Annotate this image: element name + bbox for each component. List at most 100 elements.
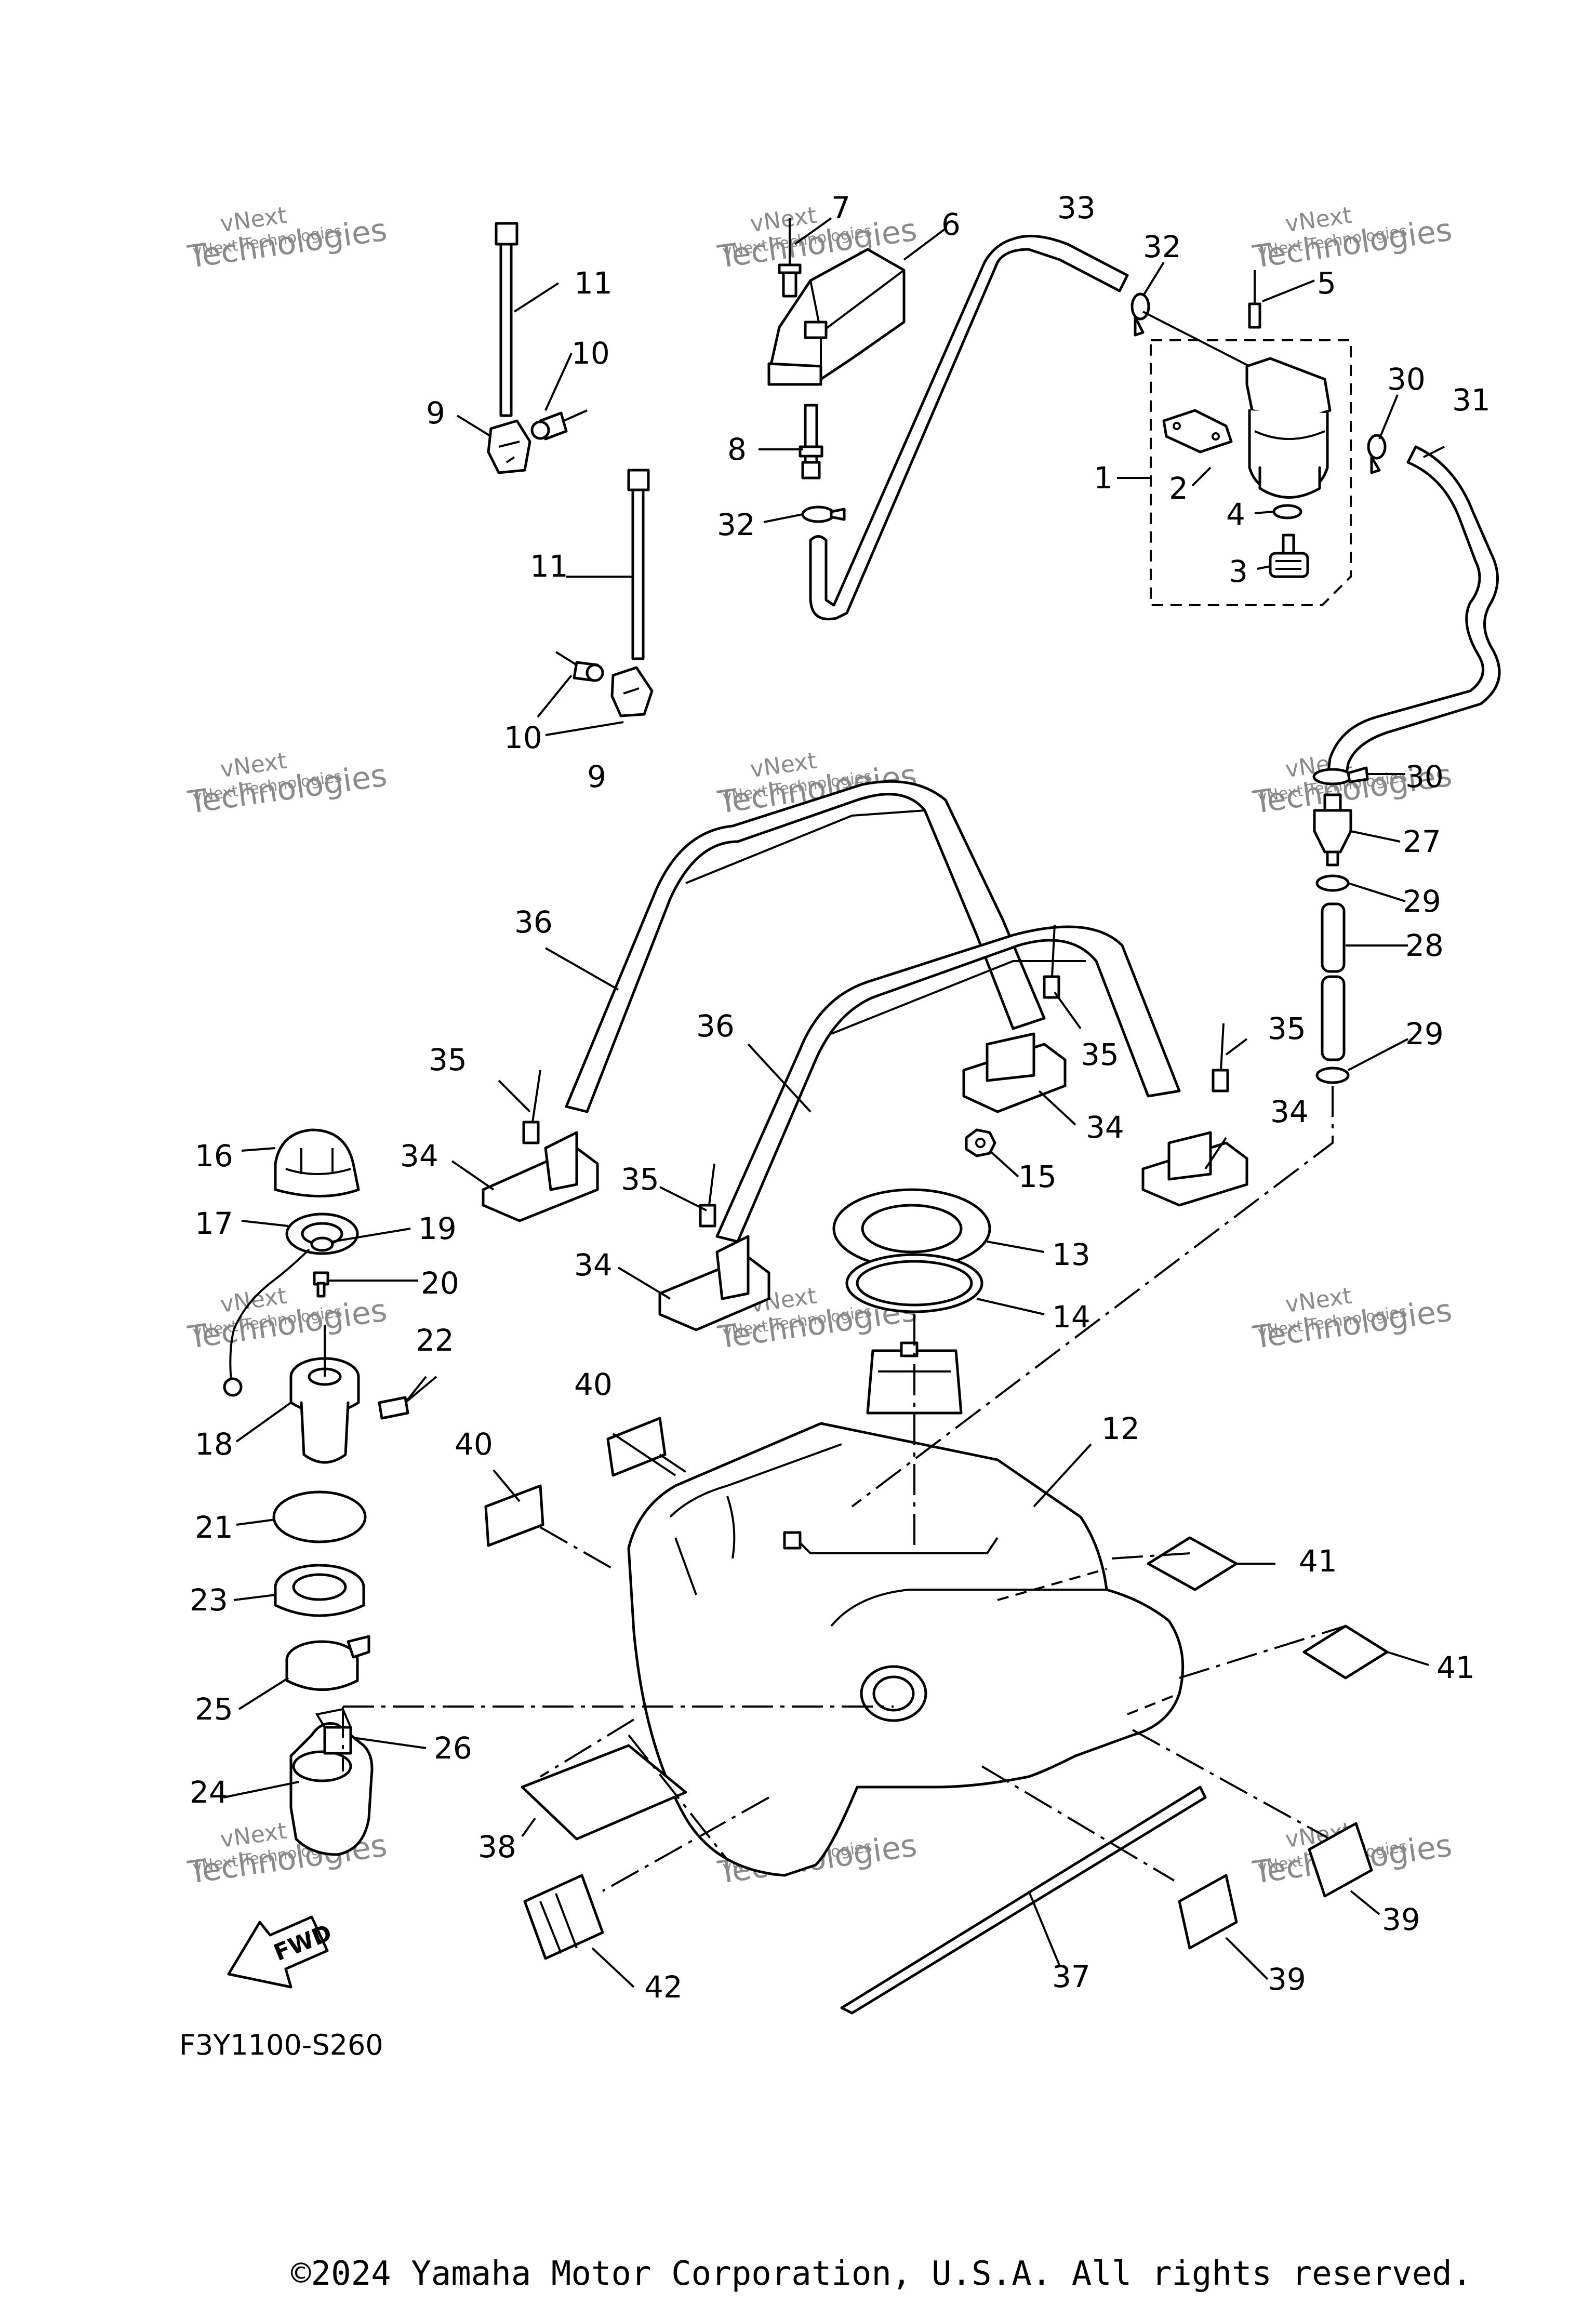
callout-35: 35: [1081, 1037, 1119, 1072]
hose-clamp-right-29a[interactable]: [1315, 874, 1350, 892]
callout-39: 39: [1382, 1902, 1420, 1937]
breather-hose[interactable]: [809, 234, 1129, 621]
callout-12: 12: [1101, 1411, 1140, 1446]
clamp-upper[interactable]: [487, 419, 531, 474]
hose-clamp-right-29b[interactable]: [1315, 1067, 1350, 1084]
hose-clamp-filler[interactable]: [285, 1635, 370, 1691]
hose-clamp-upper-left[interactable]: [801, 505, 846, 523]
drain-plug[interactable]: [1269, 534, 1309, 578]
callout-6: 6: [941, 207, 961, 242]
pad-38[interactable]: [521, 1744, 687, 1841]
rivet-strap-front[interactable]: [699, 1163, 716, 1228]
gasket[interactable]: [845, 1253, 983, 1313]
rivet-upper[interactable]: [530, 409, 588, 441]
fuel-hose-short[interactable]: [1321, 902, 1346, 1061]
callout-5: 5: [1317, 265, 1336, 301]
washer-19[interactable]: [310, 1236, 334, 1252]
filler-neck[interactable]: [289, 1325, 360, 1464]
cable-tie-upper[interactable]: [495, 222, 518, 417]
callout-34: 34: [1086, 1110, 1124, 1145]
fuel-filter-assembly[interactable]: [1117, 270, 1352, 606]
fuel-tank[interactable]: [627, 1422, 1185, 1877]
filter-bracket[interactable]: [1162, 409, 1233, 454]
retainer-ring[interactable]: [832, 1188, 991, 1269]
hose-clamp-right-middle[interactable]: [1312, 766, 1369, 785]
rivet-strap-left[interactable]: [522, 1070, 541, 1144]
callout-36: 36: [514, 904, 553, 940]
filler-hose[interactable]: [289, 1722, 374, 1856]
callout-39b: 39: [1268, 1962, 1306, 1997]
callout-40: 40: [574, 1367, 613, 1402]
callout-10b: 10: [504, 720, 542, 755]
callout-22: 22: [416, 1323, 454, 1358]
screw-top-valve[interactable]: [778, 218, 802, 298]
callout-37: 37: [1052, 1959, 1090, 1994]
callout-32: 32: [1143, 229, 1181, 264]
pad-39-right[interactable]: [1308, 1822, 1373, 1898]
strap-mount-front[interactable]: [658, 1235, 770, 1331]
tether-chain[interactable]: [223, 1248, 310, 1397]
strap-mount-left[interactable]: [482, 1131, 599, 1222]
callout-33: 33: [1057, 190, 1096, 225]
callout-29b: 29: [1405, 1016, 1444, 1051]
pad-39-left[interactable]: [1178, 1874, 1238, 1950]
callout-31: 31: [1452, 382, 1491, 418]
pad-41-right[interactable]: [1302, 1624, 1389, 1680]
callout-34c: 34: [1270, 1094, 1309, 1129]
callout-34a: 34: [400, 1138, 438, 1174]
callout-7: 7: [831, 190, 850, 225]
callout-10: 10: [571, 336, 610, 371]
callout-1: 1: [1094, 460, 1113, 496]
fuel-hose-right[interactable]: [1326, 445, 1501, 781]
callout-32b: 32: [717, 507, 755, 542]
callout-26: 26: [434, 1730, 472, 1766]
retaining-nut[interactable]: [274, 1564, 365, 1617]
flange-gasket[interactable]: [272, 1490, 367, 1543]
tank-strap-front[interactable]: [715, 925, 1181, 1243]
callout-24: 24: [190, 1775, 228, 1810]
callout-42: 42: [644, 1969, 683, 2005]
o-ring[interactable]: [1272, 504, 1302, 519]
callout-40b: 40: [455, 1427, 493, 1462]
screw-22[interactable]: [378, 1376, 437, 1420]
rivet-strap-center[interactable]: [1043, 924, 1060, 999]
callout-28: 28: [1405, 928, 1444, 963]
strap-mount-right[interactable]: [1141, 1131, 1248, 1207]
strap-mount-center[interactable]: [962, 1032, 1067, 1113]
callout-21: 21: [195, 1510, 233, 1545]
hose-clamp-26[interactable]: [315, 1708, 352, 1755]
callout-30b: 30: [1405, 759, 1444, 794]
callout-9: 9: [426, 395, 445, 431]
callout-29: 29: [1403, 884, 1441, 919]
hose-clamp-top[interactable]: [1130, 292, 1150, 337]
rivet-lower[interactable]: [555, 651, 604, 682]
screw-20[interactable]: [313, 1271, 329, 1298]
callout-20: 20: [421, 1265, 459, 1301]
cable-tie-lower[interactable]: [627, 469, 650, 660]
hose-clamp-right-upper[interactable]: [1367, 434, 1387, 474]
vent-valve-bracket[interactable]: [767, 248, 906, 386]
pad-42[interactable]: [523, 1874, 604, 1960]
callout-3: 3: [1229, 554, 1248, 589]
inline-fuel-filter[interactable]: [1313, 793, 1352, 867]
callout-15: 15: [1018, 1159, 1057, 1194]
pad-37-long[interactable]: [840, 1786, 1207, 2015]
pad-41-upper[interactable]: [1147, 1536, 1238, 1591]
nut[interactable]: [965, 1128, 996, 1157]
pad-40-upper[interactable]: [606, 1417, 667, 1477]
rivet-strap-right[interactable]: [1212, 1023, 1229, 1092]
filler-cap[interactable]: [274, 1128, 360, 1197]
tank-strap-rear[interactable]: [565, 780, 1046, 1113]
pad-40-left[interactable]: [484, 1484, 544, 1547]
callout-35a: 35: [429, 1042, 467, 1077]
screw-filter[interactable]: [1248, 270, 1261, 329]
callout-25: 25: [195, 1691, 233, 1727]
check-valve[interactable]: [799, 404, 823, 479]
callout-36b: 36: [696, 1008, 735, 1044]
clamp-lower[interactable]: [610, 666, 654, 717]
assembly-lines: [342, 1086, 1346, 1892]
cap-gasket[interactable]: [285, 1213, 359, 1255]
callout-11b: 11: [530, 549, 568, 584]
callout-9b: 9: [587, 759, 606, 794]
